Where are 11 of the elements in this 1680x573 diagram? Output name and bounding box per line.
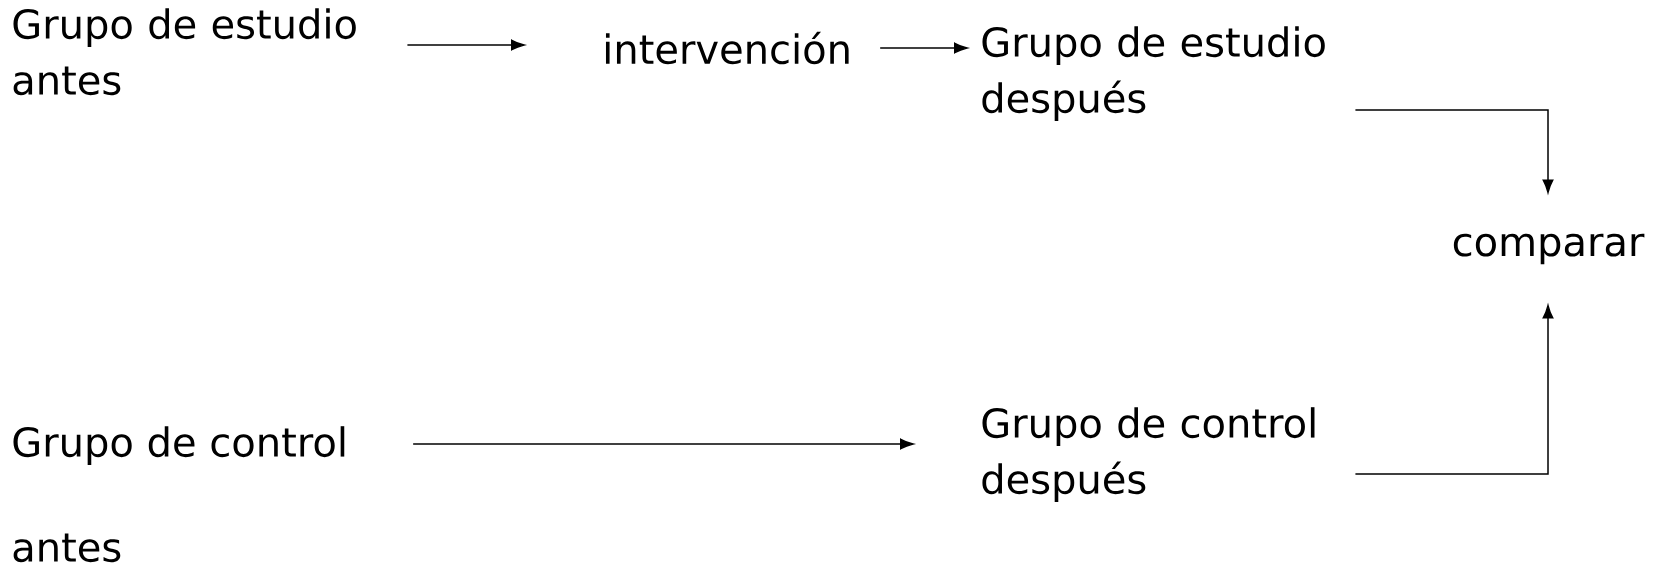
text-label: Grupo de estudio después [982,26,1325,121]
text-label: comparar [1453,233,1645,265]
text-label: Grupo de control antes [13,426,345,563]
text-label: Grupo de estudio antes [13,8,356,96]
arrow [1354,109,1554,194]
text-label: intervención [606,31,849,65]
text-label: Grupo de control después [982,407,1315,502]
arrow [412,438,914,450]
arrow [1354,304,1554,475]
arrow [879,42,968,54]
arrow [406,39,525,51]
